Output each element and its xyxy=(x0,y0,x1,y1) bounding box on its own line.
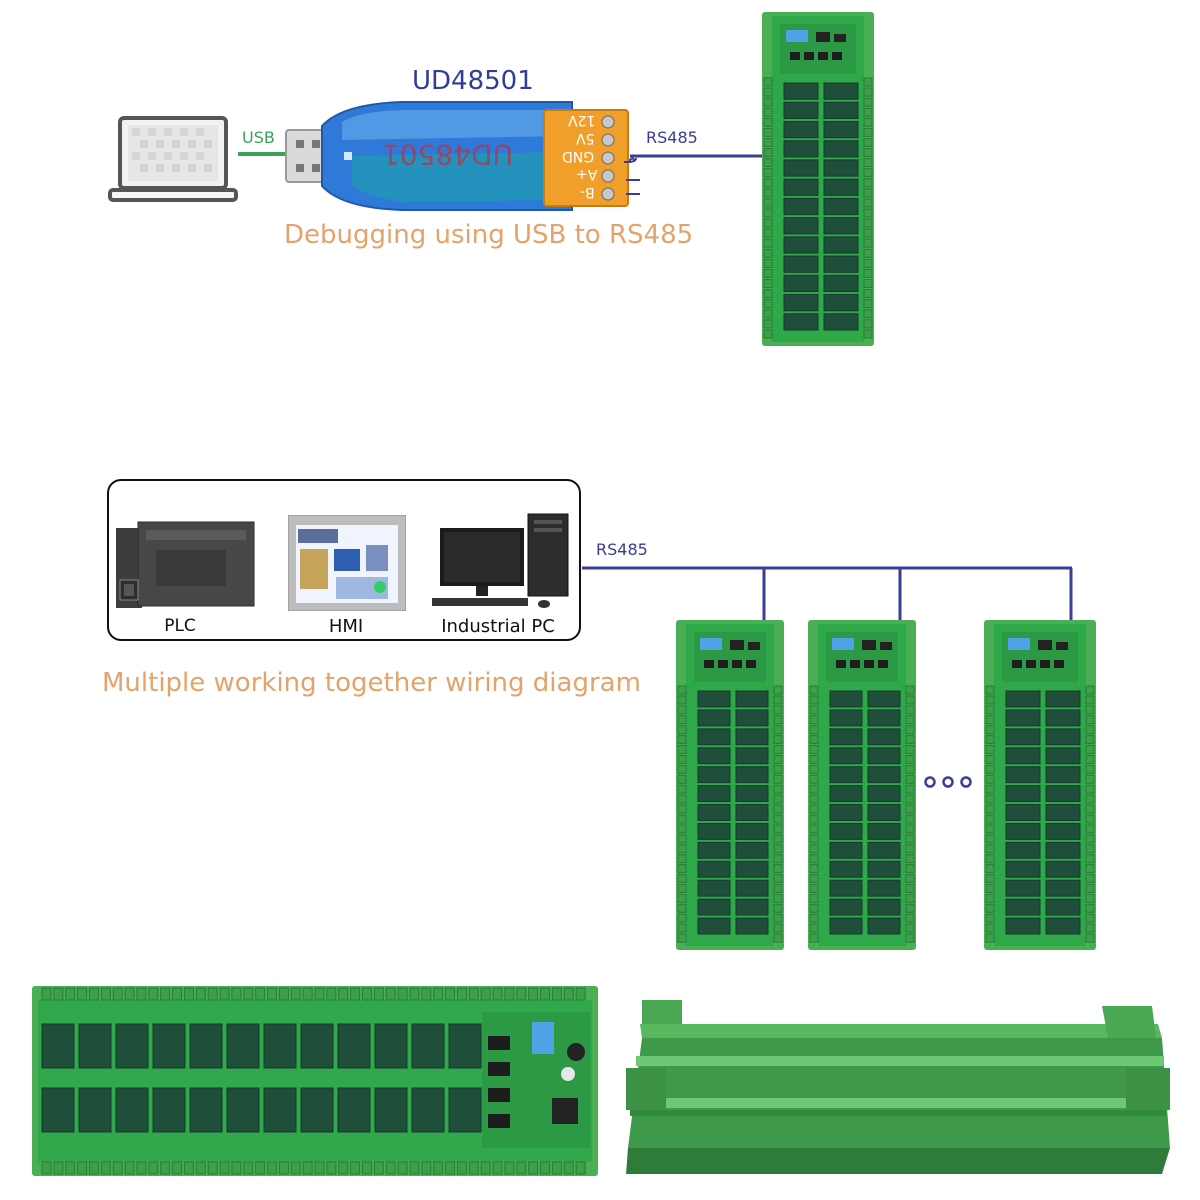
rs485-bus xyxy=(582,566,1073,624)
plc-label: PLC xyxy=(164,616,196,636)
terminal-label-a: A+ xyxy=(576,166,598,182)
terminal-label-5v: 5V xyxy=(576,130,595,146)
industrial-pc-label: Industrial PC xyxy=(441,616,555,637)
caption-top: Debugging using USB to RS485 xyxy=(284,220,694,250)
relay-board-2 xyxy=(808,620,916,950)
usb-rs485-adapter xyxy=(282,96,642,220)
terminal-label-b: B- xyxy=(580,184,595,200)
plc-icon xyxy=(116,520,256,610)
relay-board-1 xyxy=(676,620,784,950)
terminal-label-12v: 12V xyxy=(568,112,596,128)
relay-board-horizontal xyxy=(32,986,598,1176)
rs485-label-top: RS485 xyxy=(646,128,698,147)
rs485-wire-top xyxy=(624,154,765,195)
caption-middle: Multiple working together wiring diagram xyxy=(102,668,641,698)
laptop-icon xyxy=(108,112,238,207)
relay-board-vertical xyxy=(762,12,874,346)
ellipsis-more-boards xyxy=(924,774,976,795)
usb-label: USB xyxy=(242,128,275,147)
adapter-title: UD48501 xyxy=(412,66,534,96)
hmi-icon xyxy=(287,514,407,612)
din-rail-enclosure xyxy=(622,998,1172,1176)
hmi-label: HMI xyxy=(328,616,364,637)
adapter-body-text: UD48501 xyxy=(382,138,514,171)
usb-wire xyxy=(238,152,286,156)
relay-board-3 xyxy=(984,620,1096,950)
industrial-pc-icon xyxy=(432,512,572,612)
rs485-label-bus: RS485 xyxy=(596,540,648,559)
terminal-label-gnd: GND xyxy=(562,148,595,164)
